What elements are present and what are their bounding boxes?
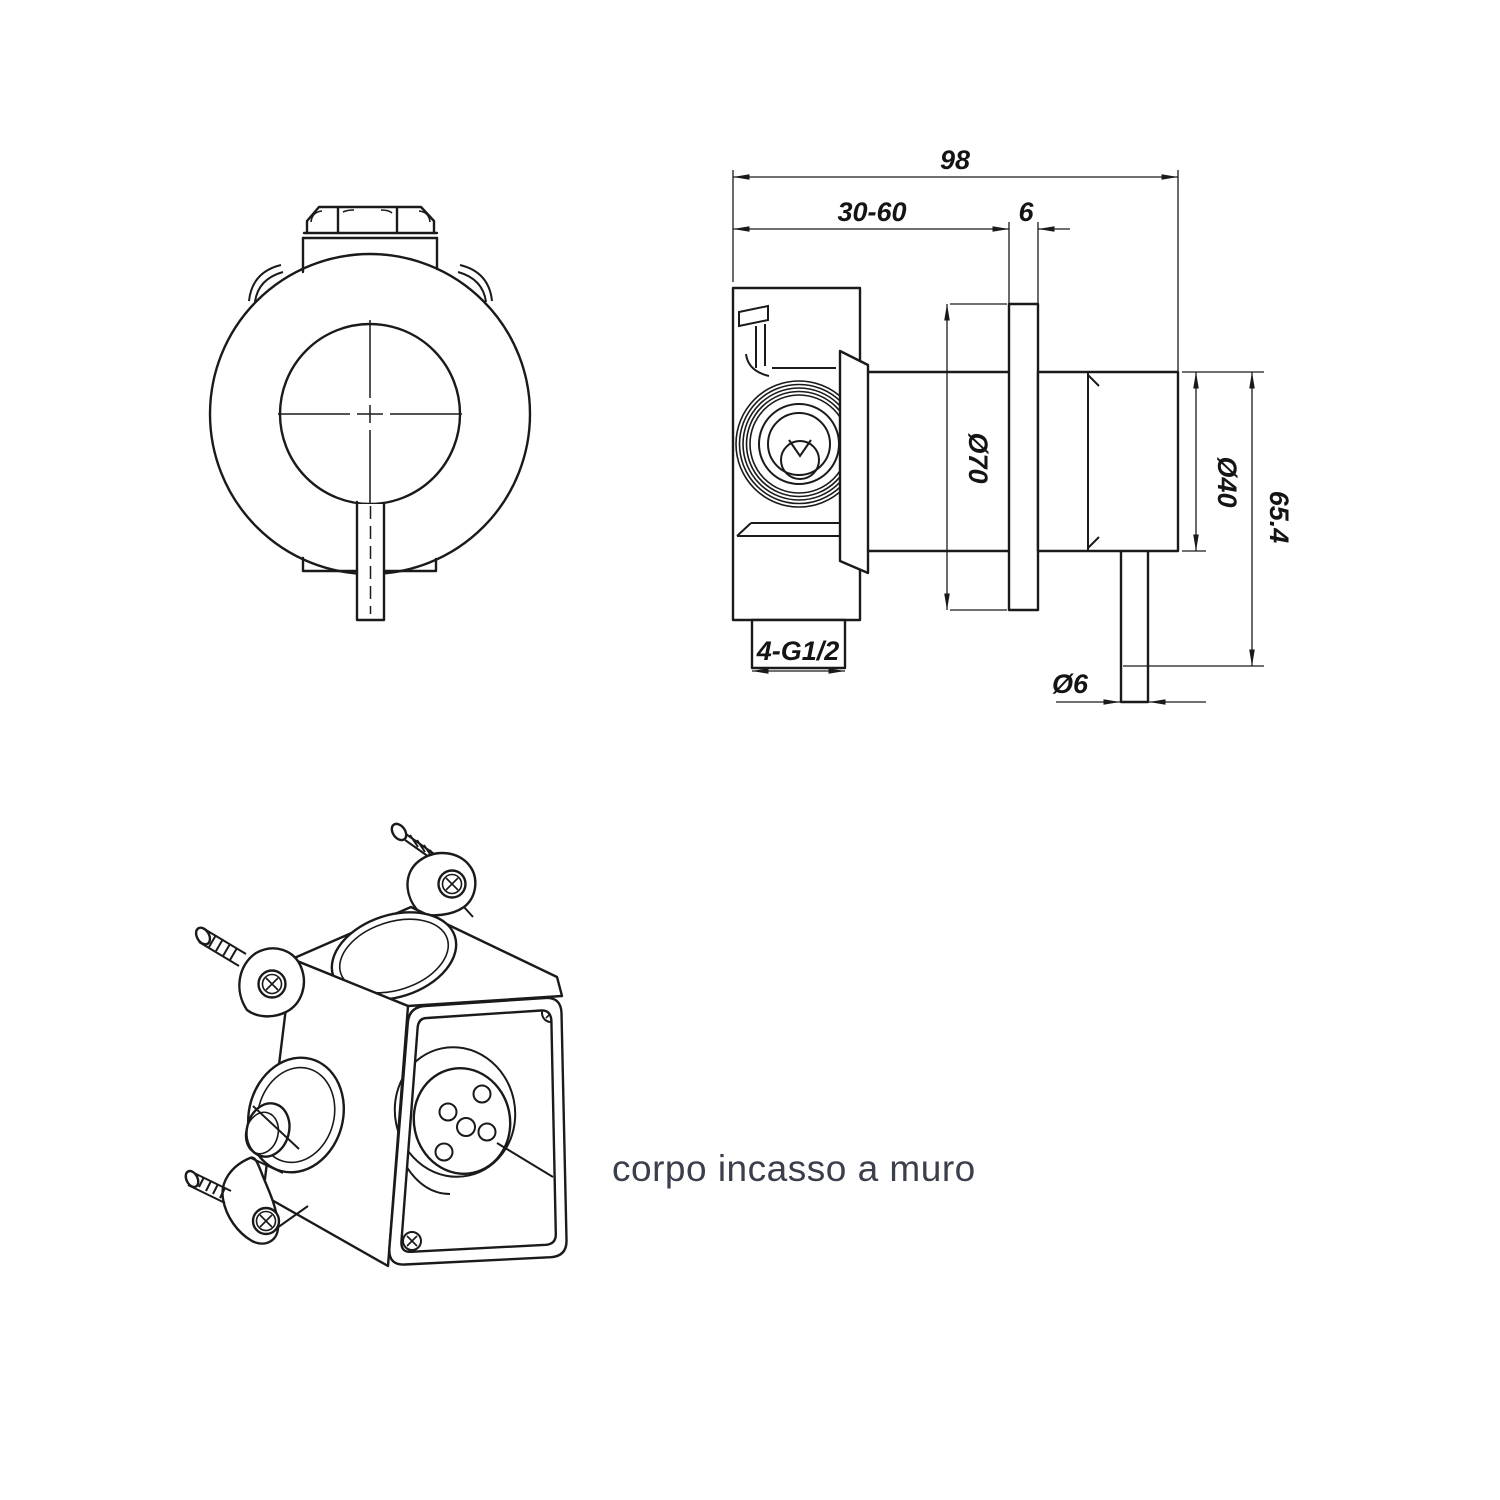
iso-view <box>184 822 568 1268</box>
phillips-screw-icon <box>445 877 459 891</box>
dim-plate-diameter: Ø70 <box>944 303 1007 611</box>
top-port <box>330 911 458 1001</box>
dim-rough-in-range-label: 30-60 <box>837 197 906 227</box>
dim-overall-depth: 98 <box>732 145 1179 371</box>
inlet-port: 4-G1/2 <box>750 618 847 674</box>
escutcheon-plate-side <box>1007 302 1040 612</box>
inlet-threads-label: 4-G1/2 <box>756 636 840 666</box>
lever-rod-side <box>1119 550 1150 704</box>
phillips-screw-icon <box>265 977 279 991</box>
cartridge-port-disc <box>393 1003 561 1251</box>
phillips-screw-icon <box>259 1214 273 1228</box>
mounting-bracket-plate <box>838 349 870 575</box>
left-wing-screw <box>194 926 306 1018</box>
body-bracket-details <box>736 304 856 537</box>
caption: corpo incasso a muro <box>612 1148 976 1189</box>
left-clip-ear <box>248 264 284 303</box>
front-frame <box>388 996 568 1266</box>
dim-lever-rod-diameter-label: Ø6 <box>1052 669 1089 699</box>
bottom-collar <box>301 556 438 573</box>
dim-handle-base-diameter: Ø40 <box>1182 371 1264 552</box>
side-view: 4-G1/2 98 30-60 6 <box>731 145 1294 705</box>
dim-rough-in-range: 30-60 <box>733 197 1009 232</box>
left-side-port <box>244 1056 346 1174</box>
lever-handle <box>355 500 386 622</box>
right-clip-ear <box>457 264 493 303</box>
dim-lever-rod-diameter: Ø6 <box>1052 669 1206 705</box>
dim-handle-length: 65.4 <box>1123 372 1294 667</box>
dim-plate-diameter-label: Ø70 <box>963 432 993 483</box>
front-view <box>208 205 532 622</box>
hex-nut <box>301 205 439 274</box>
dim-handle-base-diameter-label: Ø40 <box>1212 456 1242 507</box>
dim-overall-depth-label: 98 <box>940 145 970 175</box>
keyhole-port <box>780 440 820 480</box>
handle-base-cylinder <box>1036 370 1180 553</box>
top-right-wing-screw <box>390 822 477 922</box>
valve-neck <box>866 370 1011 553</box>
dim-plate-thickness-label: 6 <box>1018 197 1034 227</box>
center-lines <box>278 320 462 508</box>
dim-handle-length-label: 65.4 <box>1264 491 1294 544</box>
bottom-left-wing-screw <box>184 1156 309 1245</box>
dim-plate-thickness: 6 <box>1008 197 1070 304</box>
